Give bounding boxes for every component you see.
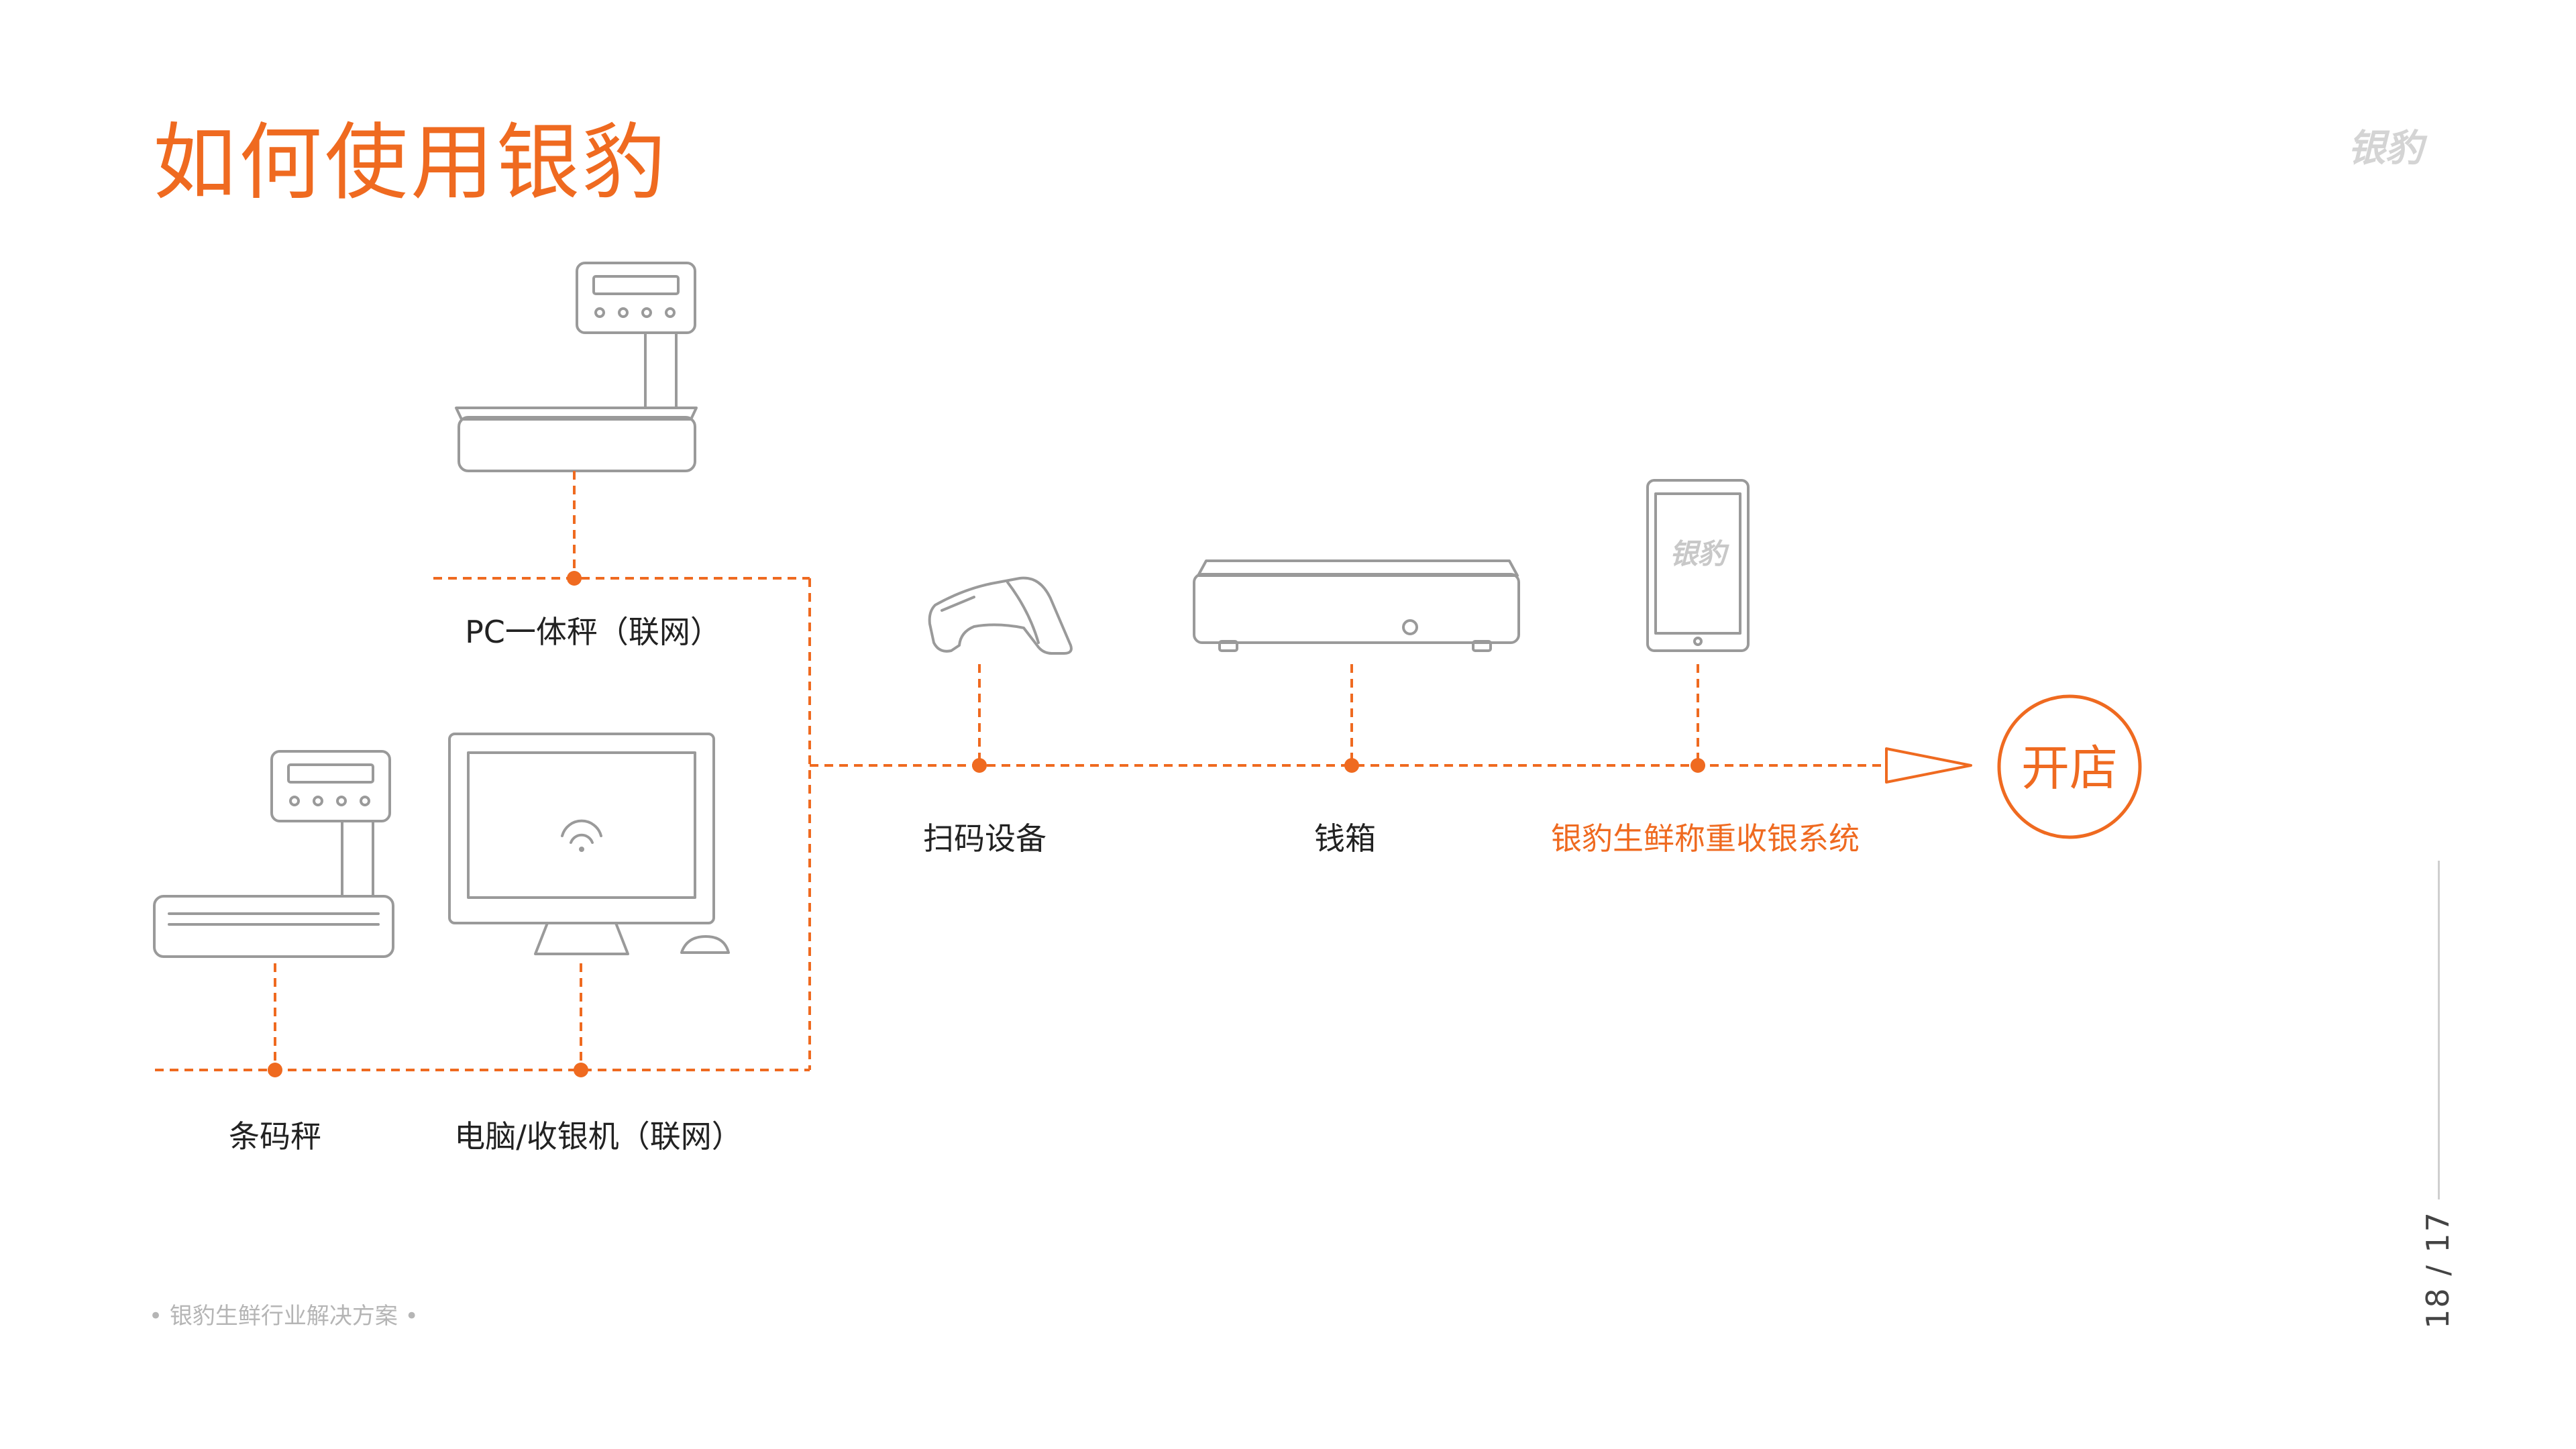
open-store-circle <box>1997 694 2142 839</box>
cash-drawer-label: 钱箱 <box>1314 820 1376 857</box>
page-number: 18 / 17 <box>2420 1211 2456 1329</box>
barcode-scale-label: 条码秤 <box>229 1118 321 1155</box>
tablet-logo: 银豹 <box>1670 537 1729 570</box>
computer-label: 电脑/收银机（联网） <box>454 1118 743 1155</box>
footer-note: • 银豹生鲜行业解决方案 • <box>149 1303 419 1330</box>
page-title: 如何使用银豹 <box>153 115 669 211</box>
open-store-label: 开店 <box>2021 740 2118 796</box>
pc-scale-label: PC一体秤（联网） <box>465 614 721 650</box>
computer-icon <box>448 733 730 955</box>
pc-scale-icon <box>455 262 698 472</box>
system-label: 银豹生鲜称重收银系统 <box>1551 820 1860 857</box>
scanner-label: 扫码设备 <box>923 820 1046 857</box>
connection-network <box>155 471 1885 1077</box>
tablet-icon: 银豹 <box>1646 479 1750 652</box>
barcode-scanner-icon <box>928 576 1073 655</box>
cash-drawer-icon <box>1193 559 1520 652</box>
brand-logo: 银豹 <box>2348 127 2423 170</box>
page-divider <box>2438 861 2440 1199</box>
barcode-scale-icon <box>153 750 394 958</box>
arrow-icon <box>1885 747 1972 784</box>
